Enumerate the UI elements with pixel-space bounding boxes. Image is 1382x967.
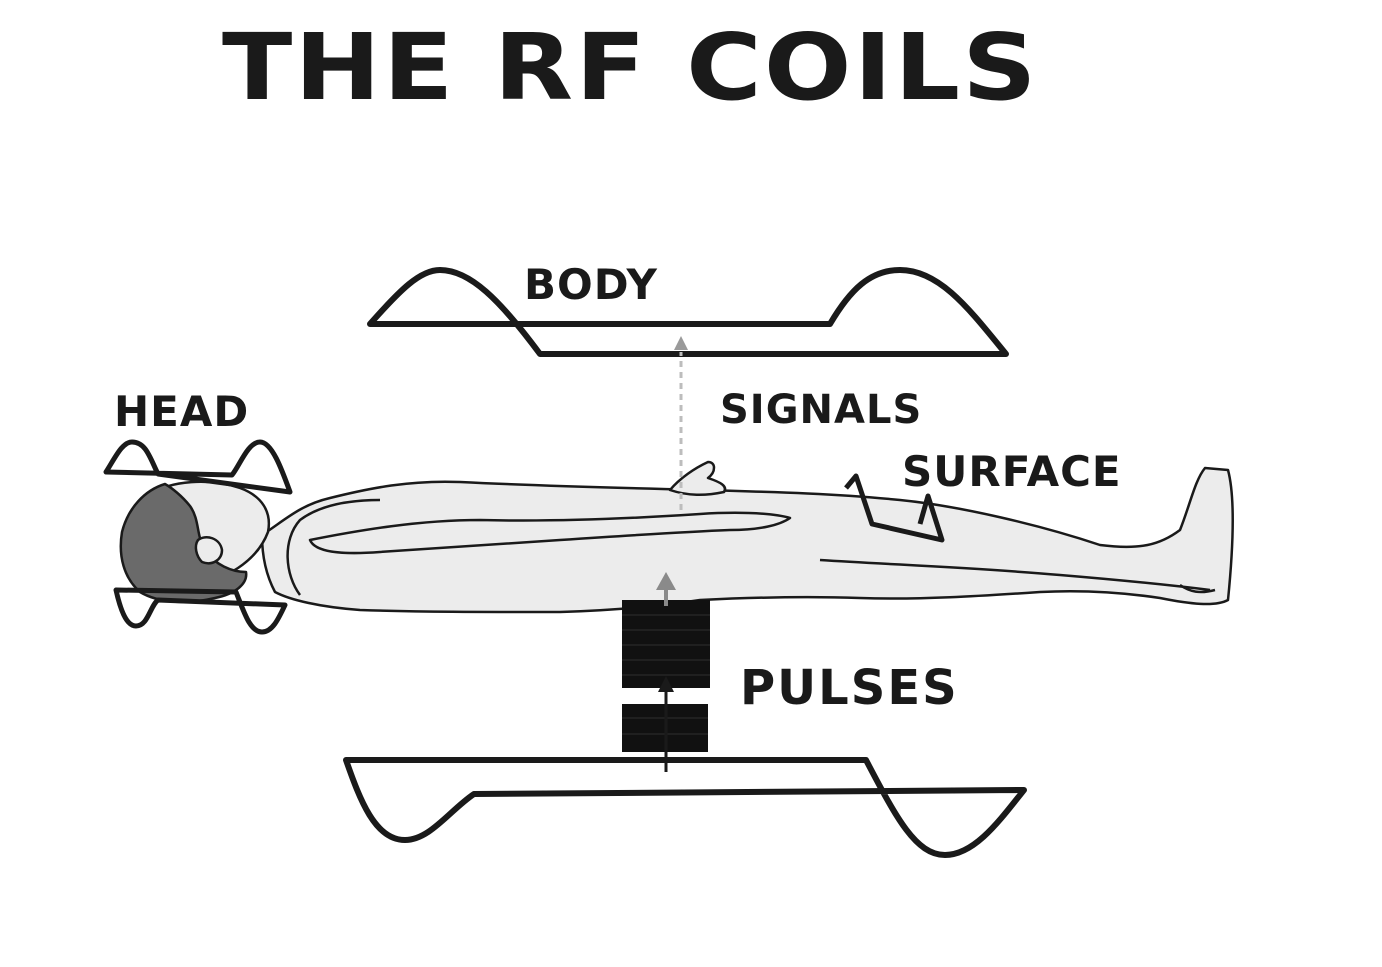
patient-figure <box>260 460 1234 614</box>
head-coil-bottom <box>113 587 288 635</box>
patient-body-outline <box>260 466 1234 614</box>
patient-foot <box>1179 583 1216 594</box>
head-coil-top <box>103 439 293 495</box>
head-coil-label: HEAD <box>114 387 250 436</box>
signal-arrow <box>674 336 688 510</box>
patient-arm <box>308 511 792 555</box>
surface-coil <box>844 473 945 543</box>
patient-hand-top <box>668 460 727 496</box>
patient-leg-line <box>819 558 1211 592</box>
body-coil-bottom <box>343 757 1027 858</box>
signals-label: SIGNALS <box>720 387 923 433</box>
surface-coil-label: SURFACE <box>902 447 1122 496</box>
pulse-arrows <box>656 572 676 772</box>
pulses-label: PULSES <box>740 660 959 716</box>
patient-shoulder <box>286 498 381 596</box>
patient-head <box>119 480 271 604</box>
diagram-title: THE RF COILS <box>222 14 1039 121</box>
body-coil-label: BODY <box>524 260 658 309</box>
patient-ear <box>194 536 224 565</box>
body-coil-top <box>367 267 1009 357</box>
